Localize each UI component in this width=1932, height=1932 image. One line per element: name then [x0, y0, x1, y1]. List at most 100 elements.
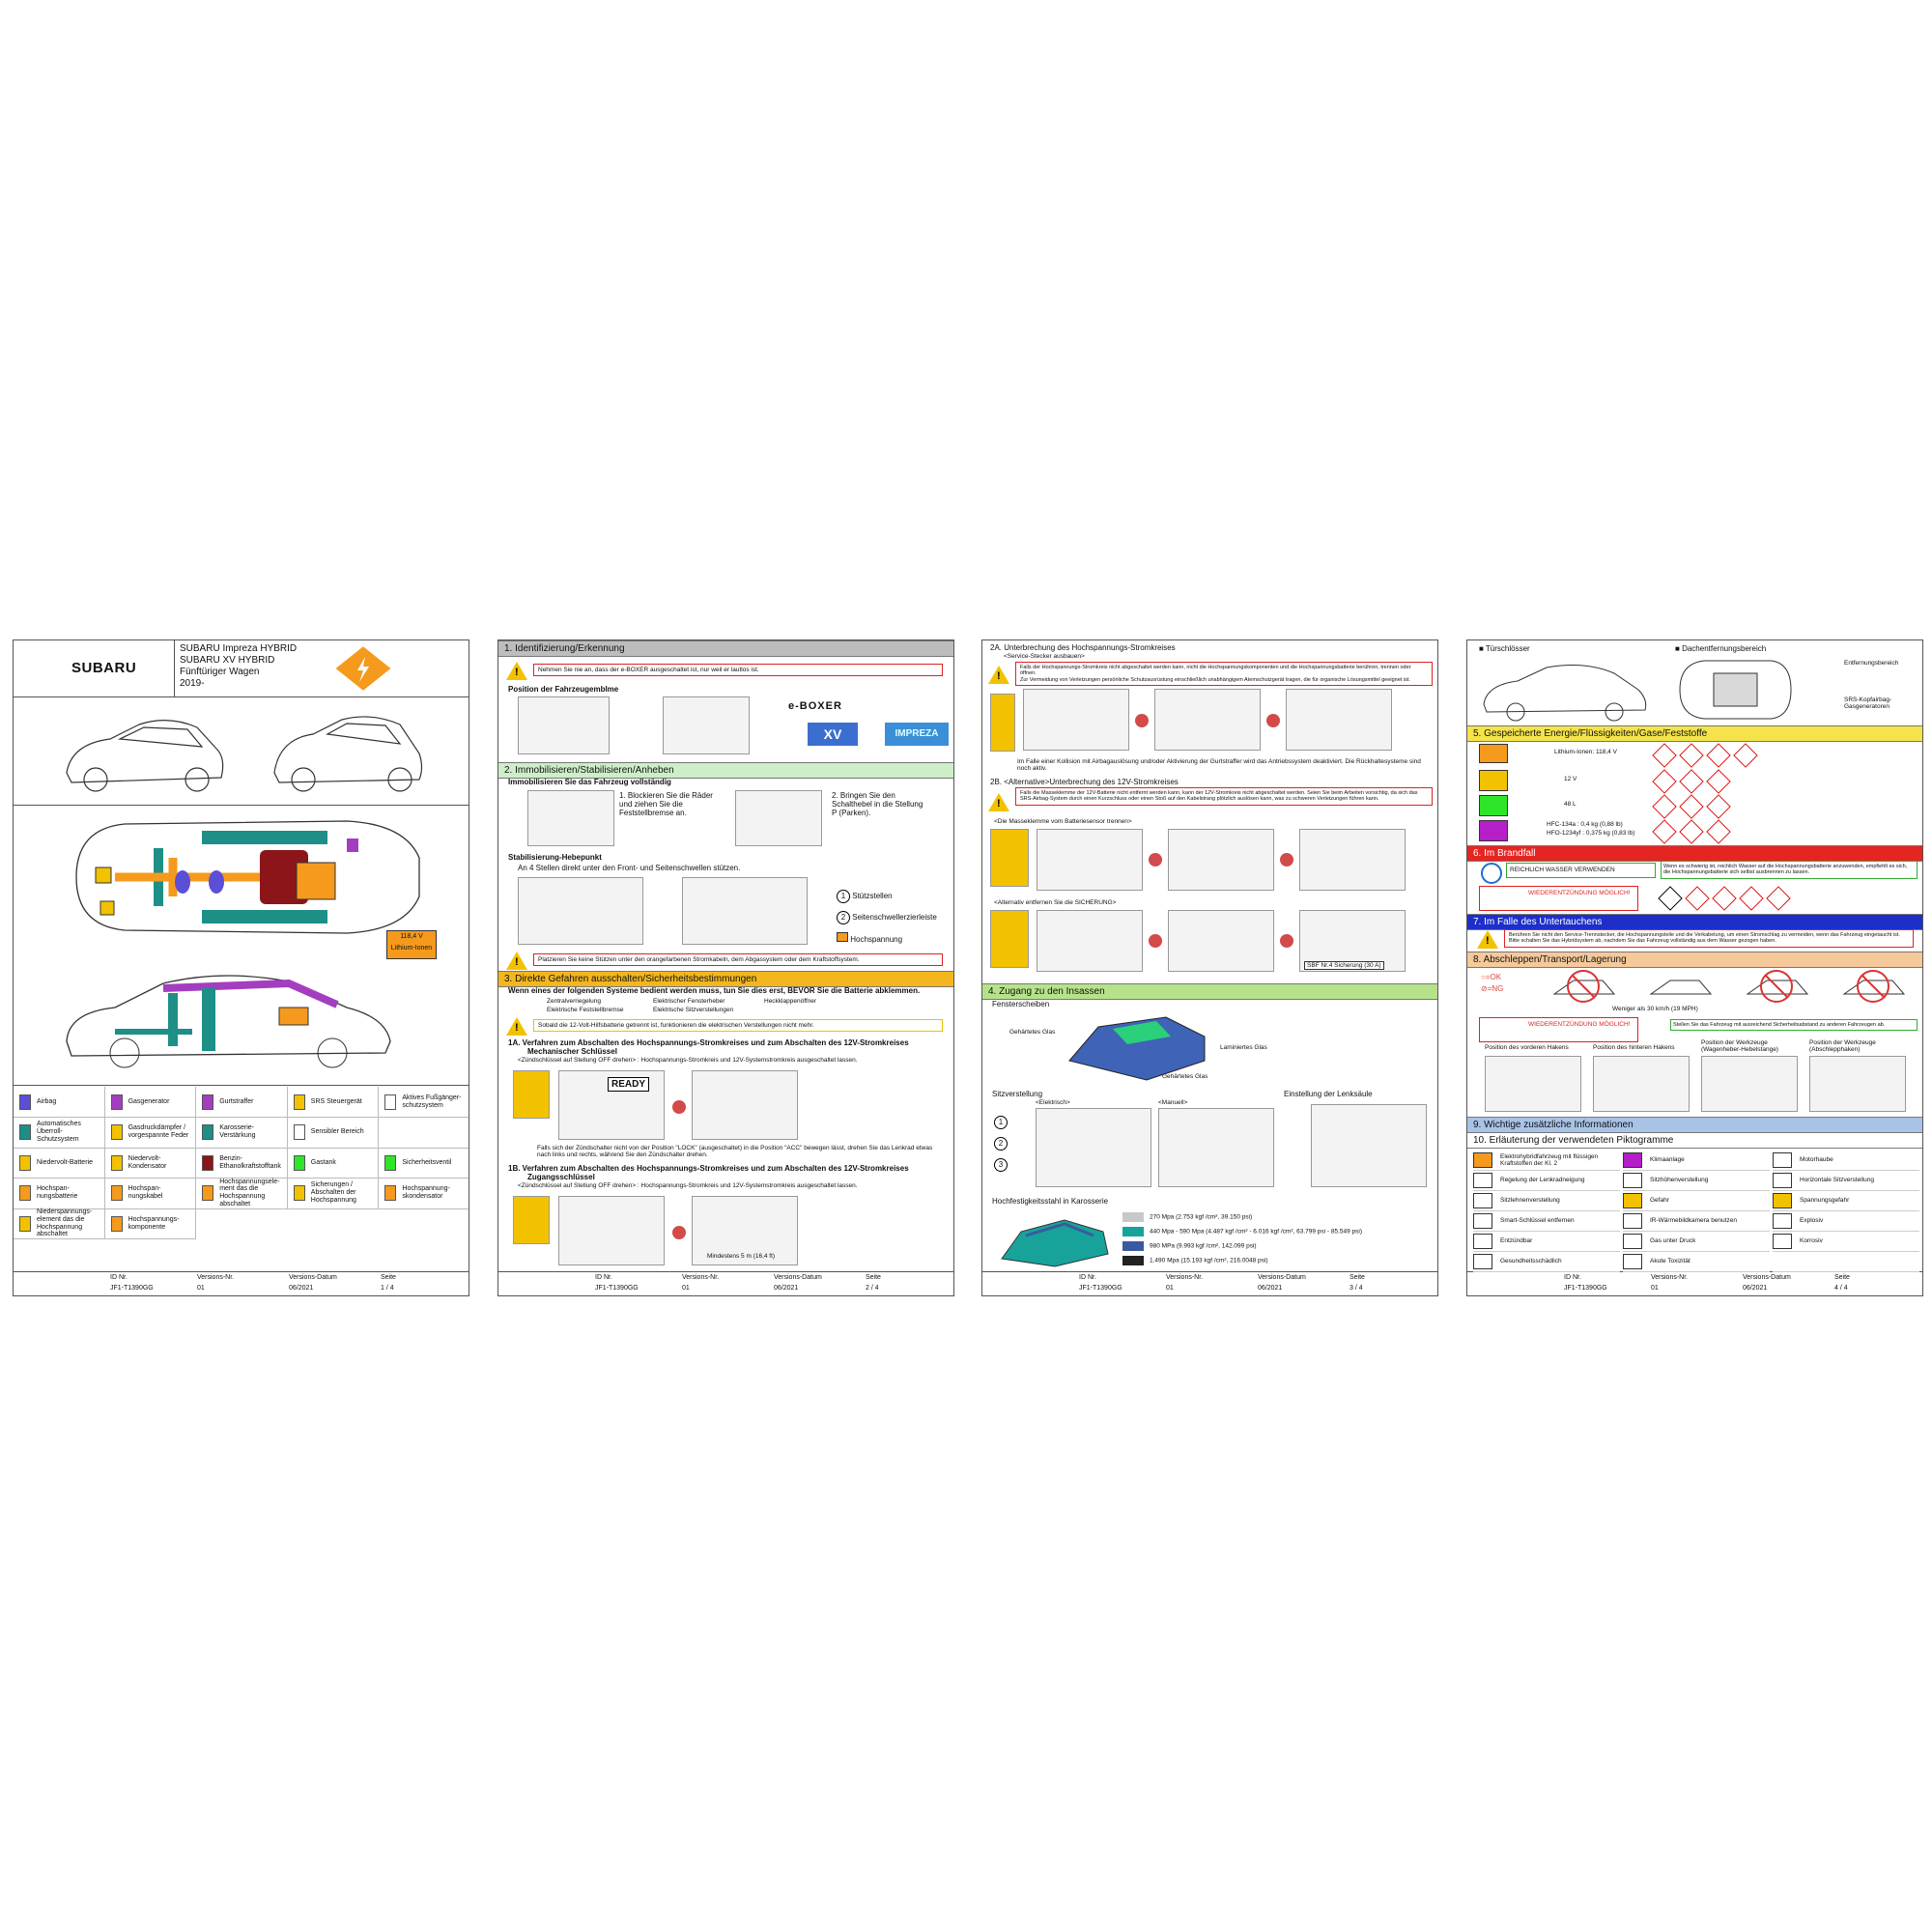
- legend-label: Hochspannungsele-ment das die Hochspannu…: [219, 1178, 280, 1208]
- seat-manual-image: [1158, 1108, 1274, 1187]
- roof-airbag-label: SRS-Kopfairbag-Gasgeneratoren: [1844, 696, 1892, 711]
- pictogram-label: Gefahr: [1650, 1197, 1669, 1205]
- footer-version: 01: [682, 1285, 690, 1292]
- distance-label: Mindestens 5 m (16,4 ft): [707, 1253, 776, 1260]
- steering-heading: Einstellung der Lenksäule: [1284, 1090, 1373, 1098]
- hazard-symbols: [1651, 794, 1732, 820]
- legend-label: Airbag: [37, 1097, 57, 1105]
- emblem-front-image: [518, 696, 610, 754]
- legend-label: Karosserie-Verstärkung: [219, 1124, 256, 1139]
- impreza-badge: IMPREZA: [885, 723, 949, 746]
- system-item: Elektrische Feststellbremse: [547, 1007, 624, 1013]
- roof-removal-label: Entfernungsbereich: [1844, 660, 1899, 667]
- lift-side-image: [518, 877, 643, 945]
- footer-id: JF1-T1390GG: [1564, 1285, 1607, 1292]
- section-8-header: 8. Abschleppen/Transport/Lagerung: [1467, 952, 1922, 968]
- steel-legend-item: 1.490 Mpa (15.193 kgf /cm², 216.0048 psi…: [1122, 1256, 1268, 1265]
- section-7-header: 7. Im Falle des Untertauchens: [1467, 914, 1922, 930]
- pictogram-icon: [1473, 1152, 1492, 1168]
- legend-swatch-icon: [202, 1094, 214, 1110]
- legend-label: Gasdruckdämpfer / vorgespannte Feder: [128, 1124, 189, 1139]
- warning-icon: [988, 793, 1009, 811]
- legend-item: Gastank: [287, 1148, 380, 1179]
- warning-text: Nehmen Sie nie an, dass der e-BOXER ausg…: [533, 664, 943, 677]
- section-10-header: 10. Erläuterung der verwendeten Piktogra…: [1467, 1133, 1922, 1149]
- pictogram-icon: [1473, 1193, 1492, 1208]
- step-arrow: [1280, 853, 1293, 867]
- footer: ID Nr. Versions-Nr. Versions-Datum Seite…: [14, 1271, 469, 1295]
- warning-icon: [506, 1017, 527, 1036]
- footer-id: JF1-T1390GG: [1079, 1285, 1122, 1292]
- footer-date-label: Versions-Datum: [1743, 1274, 1791, 1281]
- hybrid-warning-icon: [332, 643, 394, 694]
- legend-item: Sicherungen / Abschalten der Hochspannun…: [287, 1178, 380, 1209]
- legend-hv-label: Hochspannung: [850, 935, 903, 944]
- step-arrow: [672, 1100, 686, 1114]
- legend-item: Niedervolt-Batterie: [14, 1148, 105, 1179]
- steel-legend-item: 980 MPa (9.993 kgf /cm², 142.099 psi): [1122, 1241, 1257, 1251]
- system-item: Heckklappenöffner: [764, 998, 817, 1005]
- fire-note: Wenn es schwierig ist, reichlich Wasser …: [1661, 861, 1918, 879]
- legend-swatch-icon: [110, 1154, 123, 1171]
- glass-label: Gehärtetes Glas: [1162, 1073, 1208, 1080]
- steel-label: 980 MPa (9.993 kgf /cm², 142.099 psi): [1150, 1242, 1257, 1250]
- service-plug-step2: [1154, 689, 1261, 751]
- pictogram-label: Entzündbar: [1500, 1237, 1533, 1245]
- footer-page-label: Seite: [381, 1274, 396, 1281]
- legend-label: Gastank: [310, 1158, 336, 1166]
- pictogram-icon: [1773, 1213, 1792, 1229]
- step-1-text: 1. Blockieren Sie die Räder und ziehen S…: [619, 791, 713, 818]
- storage-note: Stellen Sie das Fahrzeug mit ausreichend…: [1670, 1019, 1918, 1032]
- legend-label: Automatisches Überroll-Schutzsystem: [37, 1121, 81, 1143]
- warning-icon: [988, 666, 1009, 684]
- immobilize-heading: Immobilisieren Sie das Fahrzeug vollstän…: [508, 778, 671, 786]
- pictogram-icon: [1473, 1234, 1492, 1249]
- pictogram-icon: [1773, 1234, 1792, 1249]
- pictogram-label: Korrosiv: [1800, 1237, 1823, 1245]
- key-icon: [513, 1070, 550, 1119]
- legend-sill: 2 Seitenschwellerzierleiste: [837, 911, 937, 924]
- ignition-image: [692, 1070, 798, 1140]
- step-arrow: [672, 1226, 686, 1239]
- legend-label: SRS Steuergerät: [310, 1097, 362, 1105]
- windows-heading: Fensterscheiben: [992, 1000, 1050, 1009]
- steel-swatch: [1122, 1241, 1144, 1251]
- fuse-step2: [1168, 910, 1274, 972]
- title-block: SUBARU Impreza HYBRID SUBARU XV HYBRID F…: [180, 643, 297, 690]
- legend-swatch-icon: [202, 1124, 214, 1140]
- hazard-symbols: [1651, 769, 1732, 795]
- legend-hv: Hochspannung: [837, 932, 902, 944]
- tow-hook-image: [1809, 1056, 1906, 1112]
- ok-label: =OK: [1485, 973, 1502, 981]
- section-2a-sub: <Service-Stecker ausbauen>: [1004, 653, 1085, 660]
- step-arrow: [1135, 714, 1149, 727]
- pictogram-label: Sitzlehnenverstellung: [1500, 1197, 1560, 1205]
- fuse-step1: [1037, 910, 1143, 972]
- emblem-rear-image: [663, 696, 750, 754]
- reignition-warning: WIEDERENTZÜNDUNG MÖGLICH!: [1479, 886, 1638, 911]
- legend-item: Sicherheitsventil: [379, 1148, 469, 1179]
- water-icon: [1481, 863, 1502, 884]
- eboxer-badge: e-BOXER: [788, 700, 842, 712]
- pictogram-icon: [1473, 1213, 1492, 1229]
- legend-swatch-icon: [19, 1215, 31, 1232]
- legend-item: Hochspannungsele-ment das die Hochspannu…: [196, 1178, 288, 1209]
- footer-version: 01: [1166, 1285, 1174, 1292]
- door-locks-label: Türschlösser: [1485, 644, 1530, 653]
- pictogram-icon: [1773, 1173, 1792, 1188]
- page-3: 2A. Unterbrechung des Hochspannungs-Stro…: [981, 639, 1438, 1296]
- use-water-text: REICHLICH WASSER VERWENDEN: [1506, 863, 1656, 878]
- legend-item: Niederspannungs-element das die Hochspan…: [14, 1208, 105, 1239]
- steering-image: [1311, 1104, 1427, 1187]
- brand-logo: SUBARU: [71, 660, 137, 676]
- footer-id: JF1-T1390GG: [110, 1285, 154, 1292]
- pictogram-label: Klimaanlage: [1650, 1156, 1685, 1164]
- legend-item: Hochspannung-skondensator: [379, 1179, 469, 1209]
- footer-id-label: ID Nr.: [110, 1274, 128, 1281]
- glass-diagram: [1068, 1016, 1206, 1081]
- legend-item: Hochspan-nungsbatterie: [14, 1178, 105, 1209]
- pictogram-item: Spannungsgefahr: [1773, 1191, 1919, 1211]
- legend-label: Niedervolt-Kondensator: [128, 1154, 167, 1170]
- section-1-header: 1. Identifizierung/Erkennung: [498, 640, 953, 657]
- steel-legend-item: 440 Mpa - 590 Mpa (4.487 kgf /cm² - 6.01…: [1122, 1227, 1362, 1236]
